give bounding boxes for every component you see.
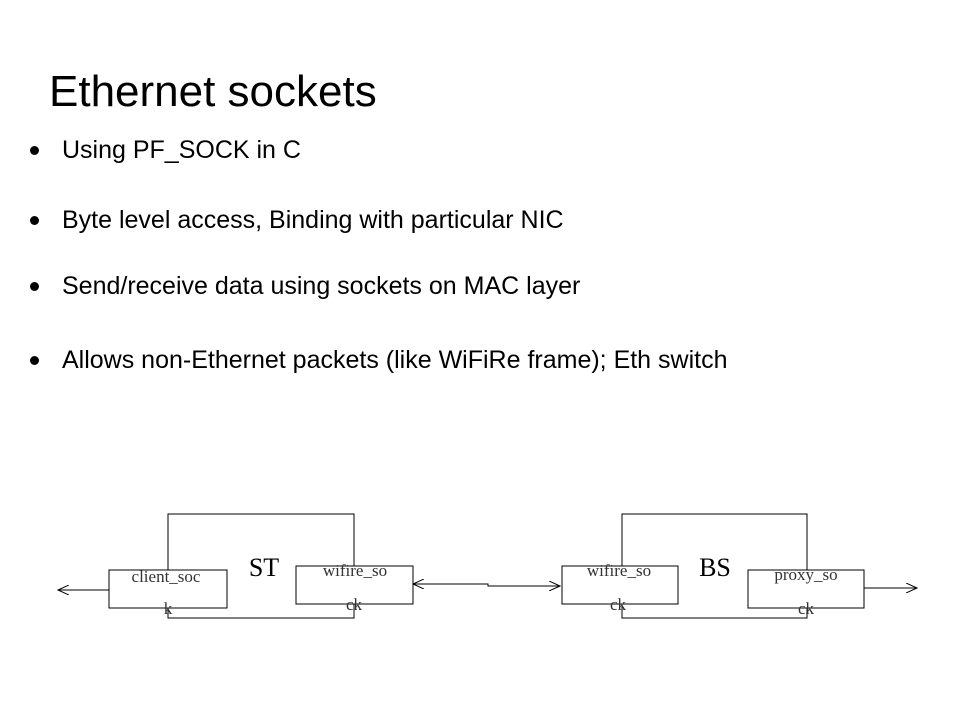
bs-label: BS xyxy=(699,553,731,582)
bs-wifire-socket-label-line2: ck xyxy=(610,595,627,614)
proxy-socket: proxy_so ck xyxy=(747,565,865,618)
slide-title: Ethernet sockets xyxy=(49,67,377,116)
wireless-link-arrow xyxy=(413,584,560,586)
bullet-item: Byte level access, Binding with particul… xyxy=(30,200,564,240)
proxy-socket-label-line1: proxy_so xyxy=(774,565,837,584)
bs-node: BS wifire_so ck proxy_so ck xyxy=(561,513,865,619)
bullet-text: Send/receive data using sockets on MAC l… xyxy=(62,271,581,300)
st-node: ST client_soc k wifire_so ck xyxy=(108,513,414,619)
bullet-list: Using PF_SOCK in C Byte level access, Bi… xyxy=(30,130,728,380)
st-label: ST xyxy=(249,553,279,582)
bullet-text: Byte level access, Binding with particul… xyxy=(62,205,564,234)
client-socket: client_soc k xyxy=(108,567,228,618)
bullet-dot-icon xyxy=(30,281,39,291)
bs-wifire-socket-box xyxy=(561,565,679,605)
client-socket-box xyxy=(108,569,228,609)
bullet-text: Using PF_SOCK in C xyxy=(62,135,301,164)
client-socket-label-line2: k xyxy=(164,599,173,618)
proxy-socket-label-line2: ck xyxy=(798,599,815,618)
bullet-item: Send/receive data using sockets on MAC l… xyxy=(30,266,580,306)
bullet-item: Using PF_SOCK in C xyxy=(30,130,301,170)
bullet-text: Allows non-Ethernet packets (like WiFiRe… xyxy=(62,345,728,374)
bullet-item: Allows non-Ethernet packets (like WiFiRe… xyxy=(30,340,728,380)
bullet-dot-icon xyxy=(30,145,39,155)
st-wifire-socket-label-line1: wifire_so xyxy=(323,561,387,580)
client-socket-label-line1: client_soc xyxy=(132,567,201,586)
proxy-socket-box xyxy=(747,569,865,609)
bs-wifire-socket-label-line1: wifire_so xyxy=(587,561,651,580)
bullet-dot-icon xyxy=(30,215,39,225)
bullet-dot-icon xyxy=(30,355,39,365)
bs-wifire-socket: wifire_so ck xyxy=(561,561,679,614)
st-wifire-socket-label-line2: ck xyxy=(346,595,363,614)
